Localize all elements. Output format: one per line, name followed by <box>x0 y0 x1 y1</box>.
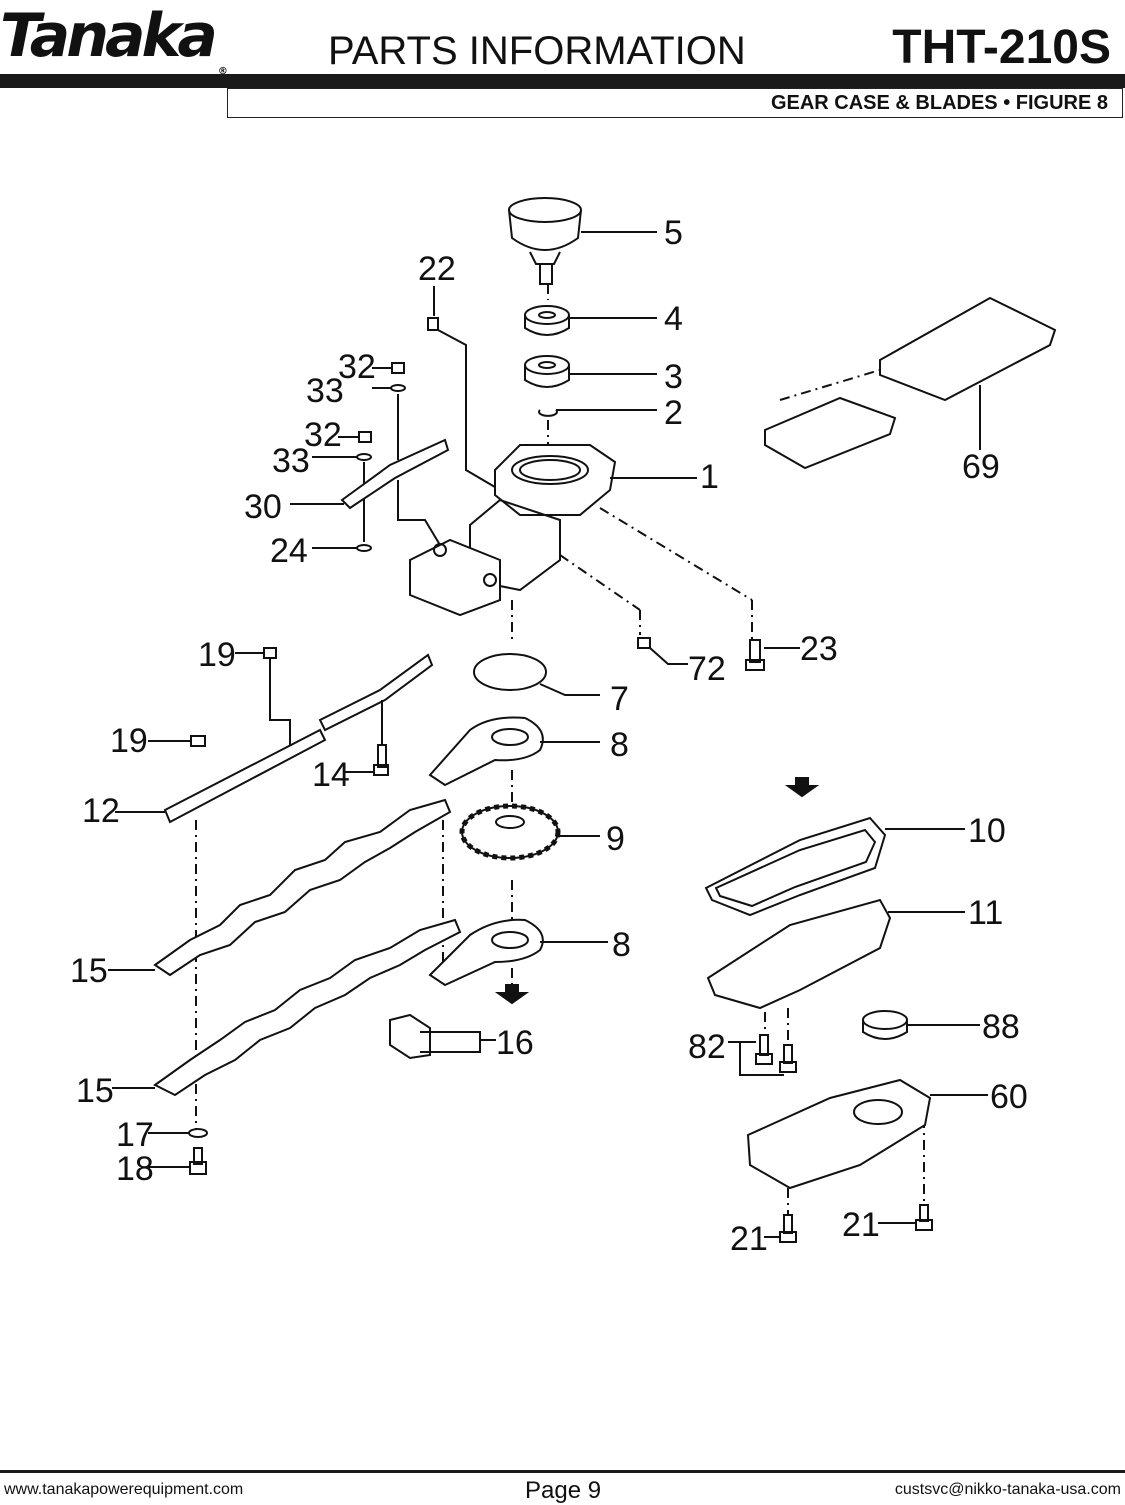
website-link[interactable]: www.tanakapowerequipment.com <box>4 1481 244 1498</box>
connecting-rod-part <box>340 438 450 510</box>
callout-24: 24 <box>270 532 308 570</box>
page-title: PARTS INFORMATION <box>328 29 746 73</box>
callout-11: 11 <box>968 894 1003 932</box>
callout-4: 4 <box>664 300 683 338</box>
page-number: Page 9 <box>525 1477 602 1504</box>
cover-plate-part <box>706 898 892 1010</box>
callout-23: 23 <box>800 630 838 668</box>
gear-plate-part <box>473 653 547 691</box>
upper-blade-part <box>153 798 452 977</box>
bearing-part <box>524 305 657 388</box>
exploded-parts-diagram: 5 22 4 3 2 1 32 33 32 33 30 24 69 19 72 … <box>70 197 1057 1258</box>
callout-21-left: 21 <box>730 1220 768 1258</box>
clutch-drum-part <box>508 197 657 285</box>
callout-21-right: 21 <box>842 1206 880 1244</box>
callout-32-lower: 32 <box>304 416 342 454</box>
callout-15-upper: 15 <box>70 952 108 990</box>
blade-guide-part <box>389 1013 431 1060</box>
callout-labels: 5 22 4 3 2 1 32 33 32 33 30 24 69 19 72 … <box>70 214 1028 1258</box>
callout-2: 2 <box>664 394 683 432</box>
model-number: THT-210S <box>892 21 1111 74</box>
callout-8-lower: 8 <box>612 926 631 964</box>
callout-9: 9 <box>606 820 625 858</box>
gasket-part <box>704 816 887 917</box>
gear-housing-part <box>746 1078 932 1190</box>
gear-case-part <box>409 444 697 617</box>
callout-33-lower: 33 <box>272 442 310 480</box>
snap-ring-part <box>538 409 558 417</box>
email-link[interactable]: custsvc@nikko-tanaka-usa.com <box>894 1481 1121 1498</box>
registered-mark: ® <box>217 66 228 77</box>
footer-rule <box>0 1470 1125 1473</box>
blade-cover-part <box>764 296 1057 470</box>
callout-69: 69 <box>962 448 1000 486</box>
blade-rod-part <box>163 728 327 824</box>
callout-16: 16 <box>496 1024 534 1062</box>
callout-72: 72 <box>688 650 726 688</box>
header-rule <box>0 74 1125 88</box>
callout-22: 22 <box>418 250 456 288</box>
figure-caption-box: GEAR CASE & BLADES • FIGURE 8 <box>227 88 1123 118</box>
callout-32-upper: 32 <box>338 348 376 386</box>
callout-30: 30 <box>244 488 282 526</box>
callout-3: 3 <box>664 358 683 396</box>
figure-caption: GEAR CASE & BLADES • FIGURE 8 <box>770 92 1108 114</box>
callout-19-lower: 19 <box>110 722 148 760</box>
callout-8-upper: 8 <box>610 726 629 764</box>
callout-19-upper: 19 <box>198 636 236 674</box>
callout-33-upper: 33 <box>306 372 344 410</box>
callout-60: 60 <box>990 1078 1028 1116</box>
callout-88: 88 <box>982 1008 1020 1046</box>
callout-14: 14 <box>312 756 350 794</box>
callout-18: 18 <box>116 1150 154 1188</box>
lower-blade-part <box>153 918 462 1097</box>
callout-7: 7 <box>610 680 629 718</box>
callout-82: 82 <box>688 1028 726 1066</box>
drive-gear-part <box>459 803 600 861</box>
logo-text: Tanaka <box>0 1 218 71</box>
callout-1: 1 <box>700 458 719 496</box>
callout-5: 5 <box>664 214 683 252</box>
nut-washer-parts <box>312 362 406 552</box>
callout-10: 10 <box>968 812 1006 850</box>
washer-plate-part <box>428 716 544 787</box>
callout-17: 17 <box>116 1116 154 1154</box>
callout-12: 12 <box>82 792 120 830</box>
callout-15-lower: 15 <box>76 1072 114 1110</box>
tanaka-logo: Tanaka® <box>0 0 228 108</box>
